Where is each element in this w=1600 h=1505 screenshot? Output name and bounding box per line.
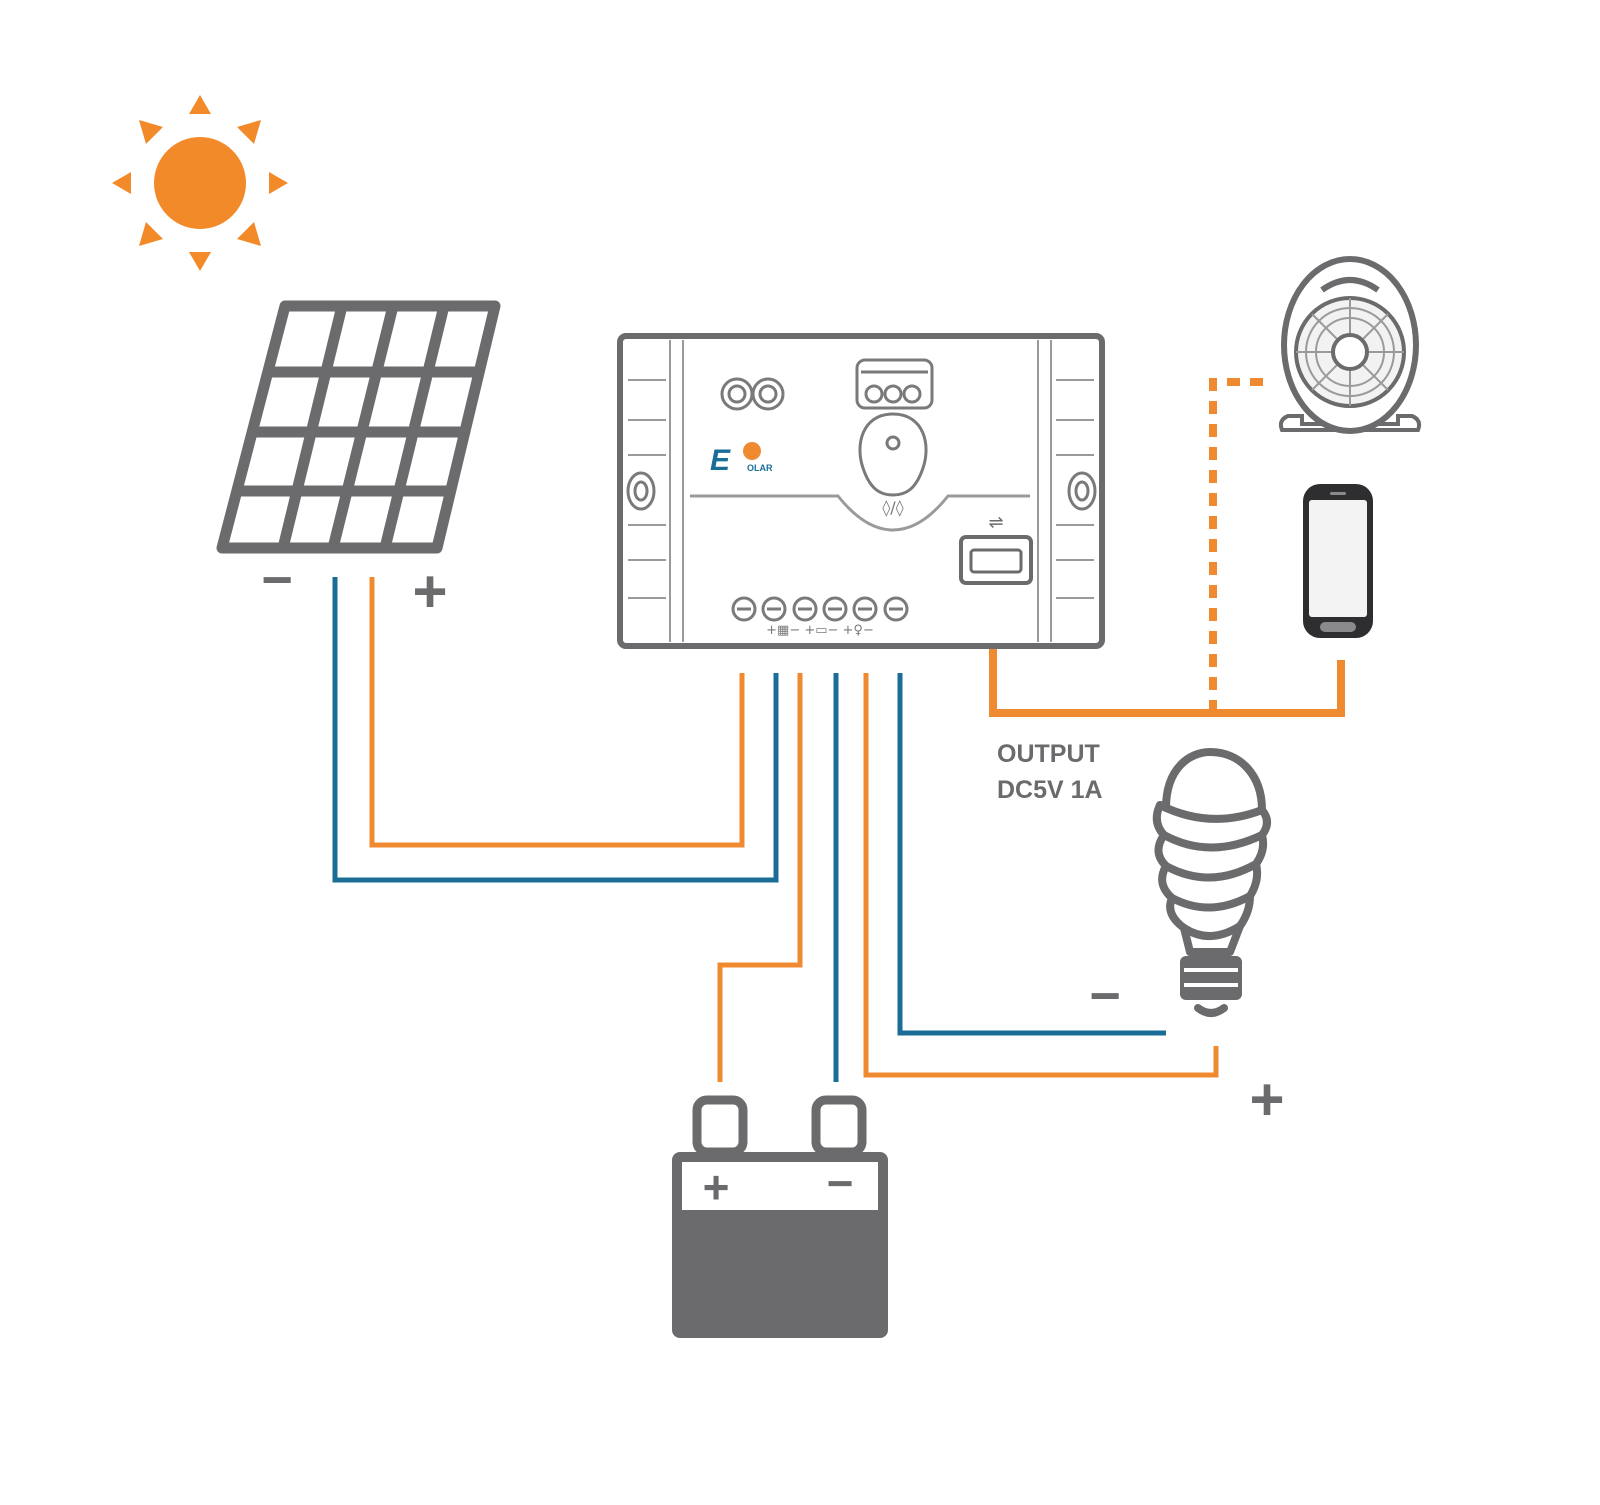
wire-load-negative (897, 673, 1166, 1036)
svg-text:E: E (710, 444, 731, 477)
controller-logo: E OLAR (710, 442, 773, 477)
output-label-line1: OUTPUT (997, 740, 1100, 768)
wire-battery-positive (717, 673, 803, 1082)
terminal-symbols: +▦− +▭− +♀− (766, 623, 874, 638)
panel-plus-label: + (412, 558, 447, 625)
button-symbol: ◊/◊ (882, 498, 903, 517)
usb-port (959, 535, 1033, 585)
battery-icon (672, 1095, 888, 1338)
bulb-minus-label: − (1089, 966, 1121, 1026)
wire-usb-output (989, 597, 1345, 717)
wire-load-positive (863, 673, 1219, 1078)
fan-icon (1278, 256, 1422, 434)
solar-panel-icon (216, 300, 501, 554)
smartphone-icon (1303, 484, 1373, 638)
svg-text:OLAR: OLAR (747, 463, 773, 473)
panel-minus-label: − (261, 550, 293, 610)
usb-icon: ⇌ (988, 512, 1003, 533)
sun-icon (112, 95, 288, 271)
bulb-plus-label: + (1249, 1066, 1284, 1133)
indicator-leds (720, 377, 785, 411)
wire-panel-negative (332, 577, 779, 883)
battery-minus-label: − (827, 1157, 854, 1209)
charge-controller-icon: ◊/◊ E OLAR ⇌ +▦− +▭− +♀− (617, 333, 1105, 649)
wire-fan-dotted (1209, 378, 1268, 713)
wire-panel-positive (369, 577, 745, 848)
wires (332, 378, 1345, 1082)
controller-button (858, 412, 928, 497)
output-label-line2: DC5V 1A (997, 776, 1103, 804)
bulb-base (1180, 956, 1242, 1000)
controller-terminals (731, 596, 909, 622)
battery-plus-label: + (703, 1161, 730, 1213)
